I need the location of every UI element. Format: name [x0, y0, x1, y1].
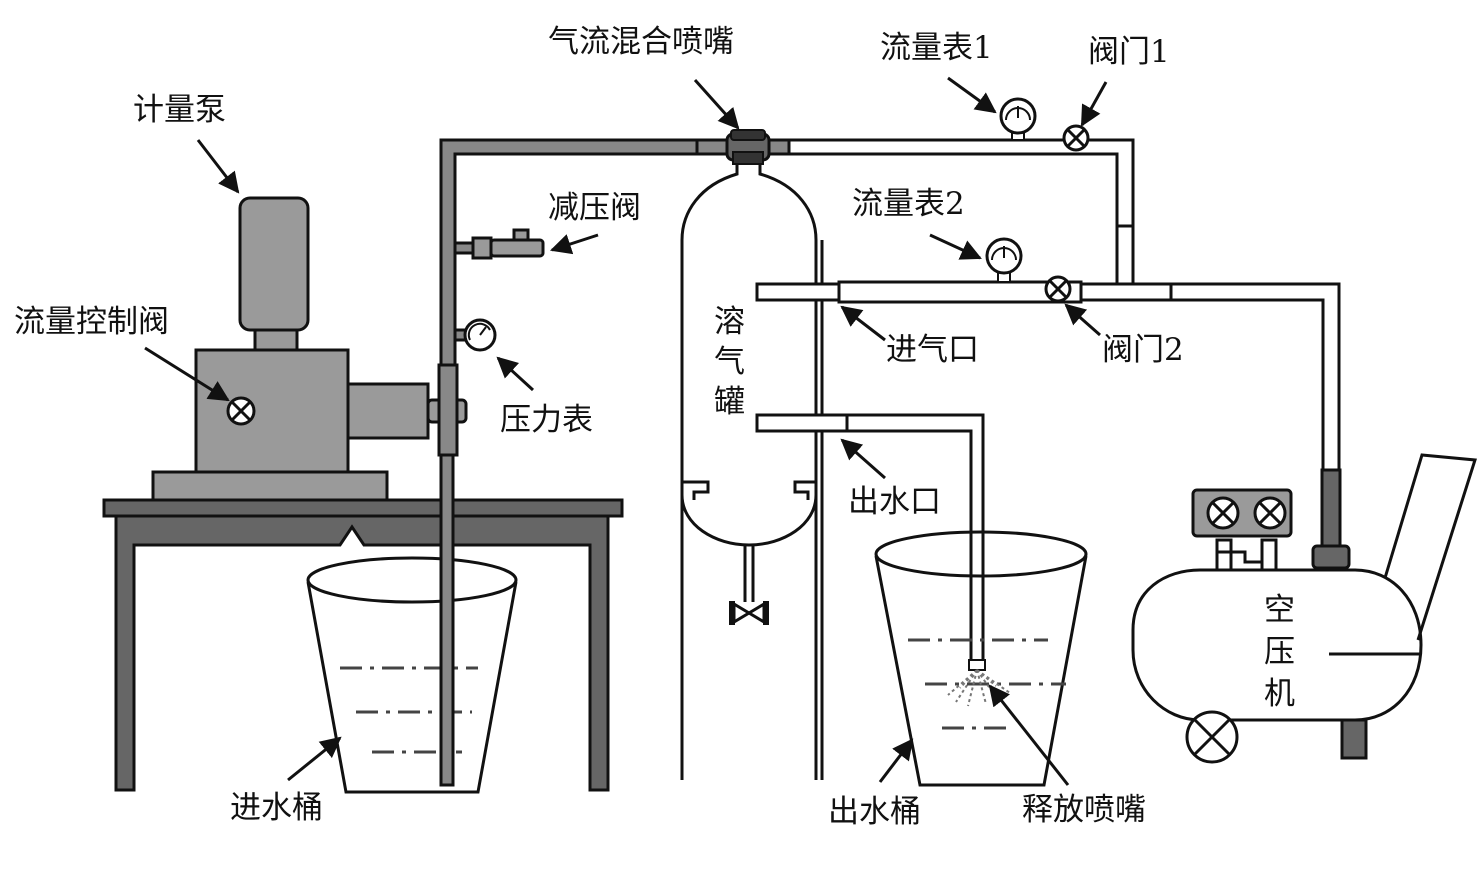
label-compressor-char-1: 空: [1264, 592, 1295, 628]
metering-pump: [151, 196, 468, 502]
label-compressor-char-3: 机: [1264, 676, 1295, 712]
table: [102, 498, 624, 792]
label-compressor-char-2: 压: [1264, 634, 1295, 670]
label-pressure-reducing-valve: 减压阀: [548, 190, 641, 226]
label-flowmeter-2: 流量表2: [852, 186, 965, 222]
outlet-bucket: [874, 530, 1088, 787]
inlet-bucket: [306, 556, 518, 794]
label-tank-char-2: 气: [714, 344, 745, 380]
label-inlet-bucket: 进水桶: [230, 790, 323, 826]
label-air-inlet: 进气口: [886, 332, 979, 368]
label-tank-char-1: 溶: [714, 304, 745, 340]
label-gas-mixing-nozzle: 气流混合喷嘴: [548, 24, 734, 60]
release-spray: [947, 669, 1011, 707]
air-compressor: [1131, 453, 1477, 764]
label-pressure-gauge: 压力表: [500, 402, 593, 438]
label-valve-1: 阀门1: [1088, 34, 1170, 70]
valve-1-icon: [1062, 124, 1090, 152]
label-release-nozzle: 释放喷嘴: [1022, 792, 1146, 828]
flowmeter-2-icon: [985, 237, 1023, 283]
gas-mixing-nozzle-icon: [725, 129, 771, 165]
labels: 计量泵 流量控制阀 气流混合喷嘴 减压阀 压力表 流量表1 阀门1 流量表2 阀…: [14, 24, 1295, 830]
label-valve-2: 阀门2: [1102, 332, 1184, 368]
label-flow-control-valve: 流量控制阀: [14, 304, 169, 340]
flow-control-valve-icon: [226, 396, 256, 426]
label-flowmeter-1: 流量表1: [880, 30, 993, 66]
dissolved-air-tank: [680, 164, 818, 780]
flowmeter-1-icon: [999, 97, 1037, 141]
label-arrows: [144, 76, 1108, 786]
label-outlet-bucket: 出水桶: [828, 794, 921, 830]
valve-2-icon: [1044, 275, 1072, 303]
pressure-reducing-valve-icon: [453, 228, 545, 260]
label-tank-char-3: 罐: [714, 384, 745, 420]
water-outlet-pipe: [755, 413, 986, 671]
water-pipe-left: [437, 138, 791, 787]
label-metering-pump: 计量泵: [133, 92, 226, 128]
pressure-gauge-icon: [453, 318, 497, 352]
label-water-outlet: 出水口: [848, 484, 941, 520]
